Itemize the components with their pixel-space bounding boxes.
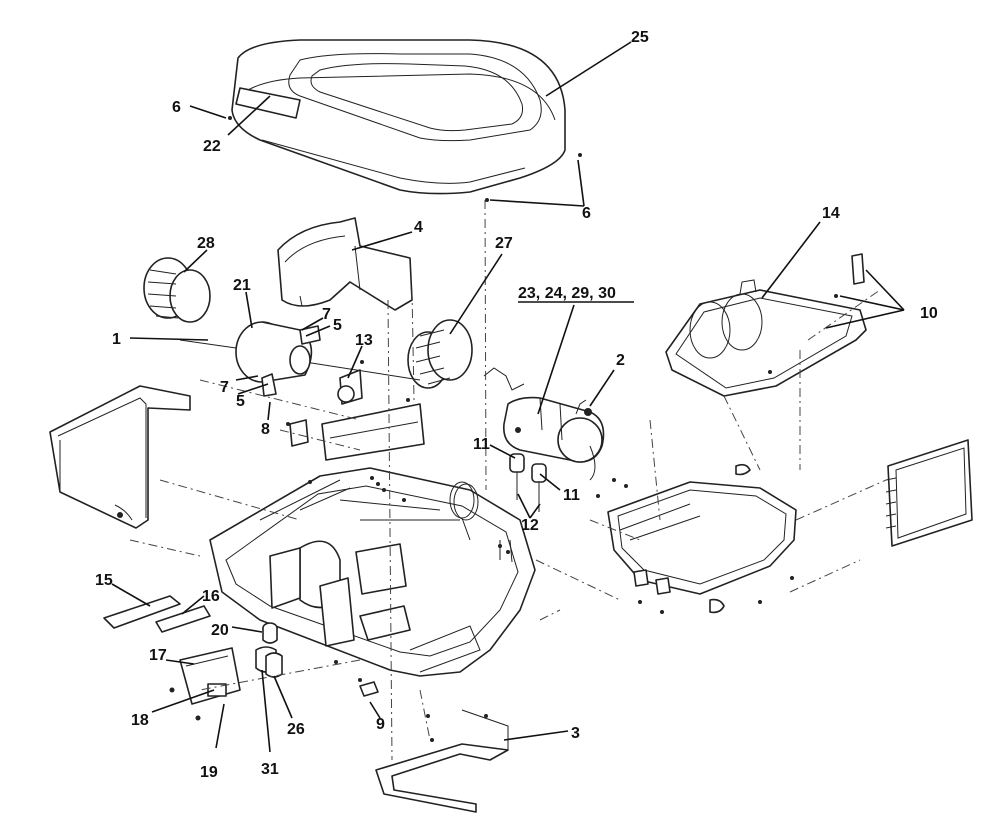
callout-labels: 6 22 25 6 4 28 21 27 23, 24, 29, 30 2 1 … [95, 29, 938, 781]
callout-10: 10 [920, 305, 938, 322]
condenser-base-pan [607, 463, 797, 614]
shroud-cover [231, 39, 566, 195]
callout-31: 31 [261, 761, 279, 778]
callout-16: 16 [202, 588, 220, 605]
callout-15: 15 [95, 572, 113, 589]
callout-1: 1 [112, 331, 121, 348]
ceiling-gasket [375, 709, 509, 813]
condenser-shroud [665, 253, 867, 397]
callout-7-lower: 7 [220, 379, 229, 396]
callout-group-23-24-29-30: 23, 24, 29, 30 [518, 285, 616, 302]
callout-11-left: 11 [473, 436, 490, 453]
blower-wheel-right [407, 319, 473, 389]
callout-27: 27 [495, 235, 513, 252]
callout-22: 22 [203, 138, 221, 155]
mounting-grommets [509, 453, 547, 512]
leader-lines [111, 41, 905, 753]
callout-25: 25 [631, 29, 649, 46]
callout-18: 18 [131, 712, 149, 729]
air-duct-frame [49, 385, 191, 529]
callout-11-right: 11 [563, 487, 580, 504]
motor-bracket [337, 369, 363, 405]
callout-7-upper: 7 [322, 306, 331, 323]
alignment-lines [129, 199, 887, 761]
callout-19: 19 [200, 764, 218, 781]
blower-motor [179, 321, 421, 397]
blower-wheel-left [143, 257, 211, 323]
small-pad [359, 681, 379, 697]
callout-12: 12 [521, 517, 539, 534]
control-box [169, 647, 241, 721]
callout-9: 9 [376, 716, 385, 733]
callout-5-lower: 5 [236, 393, 245, 410]
callout-21: 21 [233, 277, 251, 294]
callout-17: 17 [149, 647, 167, 664]
screws [228, 116, 838, 742]
callout-28: 28 [197, 235, 215, 252]
callout-13: 13 [355, 332, 373, 349]
foam-strips [103, 595, 211, 633]
callout-6-top: 6 [172, 99, 181, 116]
callout-5-upper: 5 [333, 317, 342, 334]
coiled-tubing [449, 481, 513, 563]
callout-8: 8 [261, 421, 270, 438]
callout-6-right: 6 [582, 205, 591, 222]
callout-26: 26 [287, 721, 305, 738]
blower-scroll-plate [289, 403, 425, 461]
base-pan [209, 467, 536, 677]
blower-housing [277, 217, 413, 311]
compressor-assembly [483, 367, 605, 481]
callout-3: 3 [571, 725, 580, 742]
callout-14: 14 [822, 205, 840, 222]
callout-4: 4 [414, 219, 423, 236]
callout-20: 20 [211, 622, 229, 639]
cover-badge [235, 87, 301, 119]
capacitors [255, 622, 283, 678]
callout-2: 2 [616, 352, 625, 369]
condenser-coil [885, 439, 973, 547]
